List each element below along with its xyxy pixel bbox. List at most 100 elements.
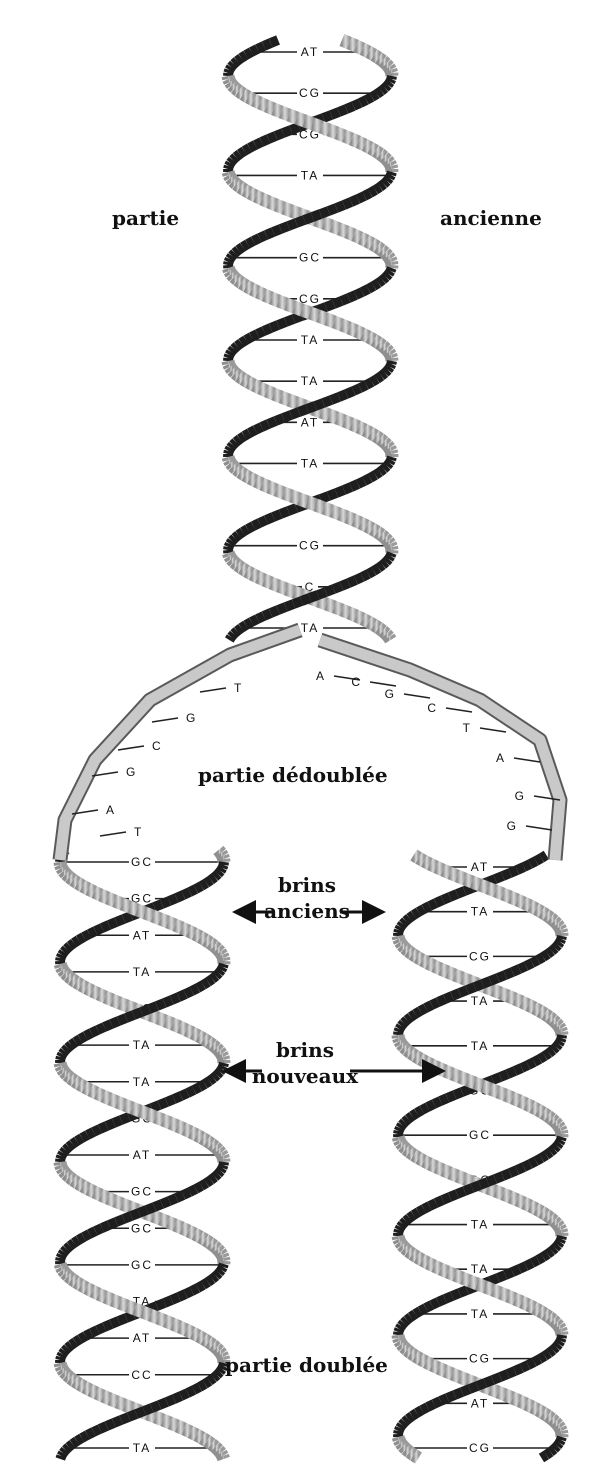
- left-daughter-helix-strand-a-segment: [209, 1042, 213, 1045]
- left-daughter-helix-strand-a-segment: [69, 1144, 73, 1147]
- left-daughter-helix-strand-b-segment: [61, 1255, 62, 1258]
- left-daughter-helix-strand-b-segment: [75, 1039, 80, 1042]
- right-daughter-helix-strand-b-segment: [415, 1011, 420, 1014]
- parent-helix-strand-b-segment: [331, 397, 339, 400]
- right-daughter-helix-strand-b-segment: [398, 1236, 399, 1239]
- left-daughter-helix-strand-a-segment: [220, 1252, 222, 1255]
- left-daughter-helix-strand-a-segment: [74, 1381, 79, 1384]
- right-daughter-helix-strand-a-segment: [560, 1428, 561, 1431]
- right-daughter-helix-strand-b-segment: [472, 1185, 480, 1188]
- left-daughter-helix-strand-b-segment: [147, 1207, 155, 1210]
- parent-helix-strand-a-segment: [230, 160, 232, 163]
- left-daughter-helix-strand-b-segment: [154, 1204, 162, 1207]
- parent-helix-strand-a-segment: [321, 496, 329, 499]
- left-daughter-helix-strand-a-segment: [210, 1078, 214, 1081]
- right-daughter-helix-strand-b-segment: [505, 1095, 512, 1098]
- parent-helix-strand-a-segment: [229, 352, 231, 355]
- left-daughter-helix-strand-b-segment: [218, 1150, 220, 1153]
- right-daughter-helix-strand-a-segment: [412, 954, 417, 957]
- right-daughter-helix-strand-a-segment: [503, 1194, 510, 1197]
- left-daughter-helix-strand-a-segment: [115, 1201, 122, 1204]
- left-daughter-helix-strand-b-segment: [109, 1222, 116, 1225]
- parent-helix-strand-a-segment: [229, 556, 231, 559]
- right-daughter-helix-strand-b-segment: [426, 1005, 432, 1008]
- right-daughter-helix-strand-b-segment: [554, 1146, 557, 1149]
- left-daughter-helix-strand-a-segment: [191, 1432, 197, 1435]
- right-daughter-helix-strand-a-segment: [493, 990, 501, 993]
- parent-helix-strand-a-segment: [259, 520, 266, 523]
- parent-helix-strand-a-segment: [233, 181, 236, 184]
- right-daughter-helix-strand-b-segment: [549, 1350, 553, 1353]
- parent-helix-strand-b-segment: [342, 325, 349, 328]
- right-daughter-helix-strand-a-segment: [441, 969, 448, 972]
- left-daughter-helix-strand-a-segment: [207, 1441, 211, 1444]
- right-daughter-helix-strand-b-segment: [414, 1212, 419, 1215]
- left-daughter-helix-strand-a-segment: [154, 904, 162, 907]
- right-fork-strand: [320, 640, 560, 860]
- left-daughter-helix-strand-b-segment: [192, 988, 198, 991]
- parent-helix-strand-b-segment: [354, 520, 361, 523]
- right-daughter-helix-strand-a-segment: [465, 1179, 473, 1182]
- parent-helix-strand-a-segment: [249, 145, 255, 148]
- parent-helix-strand-b-segment: [391, 553, 392, 556]
- fork-right-base-letter: G: [515, 789, 526, 803]
- right-daughter-helix-strand-a-segment: [402, 945, 405, 948]
- left-daughter-helix-strand-b-segment: [210, 1378, 214, 1381]
- parent-helix-base-pair-label: AT: [301, 45, 319, 59]
- parent-helix-strand-a-segment: [349, 43, 356, 46]
- right-daughter-helix-strand-b-segment: [526, 963, 532, 966]
- right-daughter-helix-strand-a-segment: [443, 1170, 450, 1173]
- parent-helix-strand-b-segment: [262, 424, 269, 427]
- left-daughter-helix-strand-a-segment: [66, 1147, 69, 1150]
- old-strands-label-line1: brins: [262, 875, 352, 895]
- right-daughter-helix-strand-a-segment: [462, 1089, 470, 1092]
- right-daughter-helix-strand-a-segment: [409, 915, 413, 918]
- parent-helix-strand-b-segment: [315, 403, 323, 406]
- left-daughter-helix-strand-a-segment: [78, 937, 83, 940]
- right-daughter-helix-strand-a-segment: [447, 1095, 454, 1098]
- parent-helix-strand-a-segment: [347, 232, 354, 235]
- left-daughter-helix-strand-b-segment: [80, 1036, 85, 1039]
- parent-helix-strand-a-segment: [231, 349, 234, 352]
- right-daughter-helix-strand-b-segment: [462, 1389, 470, 1392]
- parent-helix-strand-b-segment: [377, 376, 381, 379]
- parent-helix-strand-a-segment: [383, 277, 386, 280]
- parent-helix-strand-b-segment: [244, 433, 249, 436]
- left-daughter-helix-strand-a-segment: [201, 883, 206, 886]
- parent-helix-strand-b-segment: [254, 100, 260, 103]
- right-daughter-helix-strand-a-segment: [508, 1071, 515, 1074]
- left-daughter-helix-strand-a-segment: [223, 1456, 224, 1459]
- right-daughter-helix-strand-a-segment: [406, 918, 410, 921]
- left-daughter-helix-strand-a-segment: [206, 1240, 211, 1243]
- left-daughter-helix-strand-a-segment: [159, 1102, 166, 1105]
- left-daughter-helix-strand-b-segment: [196, 1186, 202, 1189]
- parent-helix-strand-a-segment: [356, 616, 362, 619]
- right-daughter-helix-strand-b-segment: [528, 1362, 534, 1365]
- parent-helix-strand-b-segment: [302, 310, 310, 313]
- left-daughter-helix-strand-a-segment: [70, 1378, 74, 1381]
- parent-helix-strand-b-segment: [240, 472, 245, 475]
- left-daughter-helix-strand-b-segment: [223, 964, 224, 967]
- right-daughter-helix-strand-a-segment: [495, 876, 503, 879]
- right-daughter-helix-strand-a-segment: [503, 873, 510, 876]
- right-daughter-helix-strand-b-segment: [490, 978, 498, 981]
- right-daughter-helix-strand-a-segment: [426, 1362, 432, 1365]
- right-daughter-helix-strand-b-segment: [401, 1443, 403, 1446]
- parent-helix-strand-a-segment: [372, 244, 377, 247]
- parent-helix-strand-b-segment: [321, 211, 329, 214]
- parent-helix-strand-a-segment: [232, 370, 235, 373]
- left-daughter-helix-strand-a-segment: [109, 922, 116, 925]
- parent-helix-strand-a-segment: [251, 334, 257, 337]
- parent-helix-strand-b-segment: [286, 604, 294, 607]
- left-daughter-helix-strand-a-segment: [120, 1003, 128, 1006]
- parent-helix-strand-b-segment: [304, 217, 312, 220]
- parent-helix-strand-a-segment: [326, 604, 334, 607]
- right-daughter-helix-strand-b-segment: [545, 1353, 549, 1356]
- parent-helix-strand-b-segment: [321, 127, 329, 130]
- right-daughter-helix-strand-b-segment: [399, 1227, 401, 1230]
- right-daughter-helix-strand-b-segment: [414, 855, 419, 858]
- right-daughter-helix-strand-a-segment: [438, 1368, 445, 1371]
- left-daughter-helix-strand-b-segment: [205, 1381, 210, 1384]
- parent-helix-strand-a-segment: [368, 286, 373, 289]
- right-daughter-helix-strand-b-segment: [457, 1191, 465, 1194]
